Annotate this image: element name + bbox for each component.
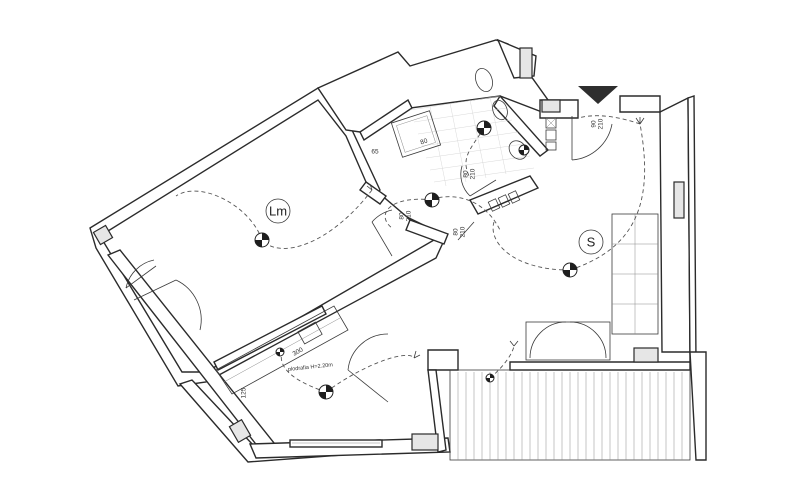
ceiling-light-icon <box>562 262 578 278</box>
shower-width: 80 <box>419 137 428 146</box>
ceiling-light-icon <box>275 347 285 357</box>
electrical-panel <box>487 117 557 212</box>
terrace <box>449 351 707 461</box>
shower-tray <box>390 110 442 158</box>
structural-columns <box>92 47 659 451</box>
wardrobe <box>611 213 659 335</box>
bath-door-width: 80 <box>463 170 470 178</box>
room-label-sleeping: S <box>587 235 596 250</box>
bath-door-height: 210 <box>470 168 477 179</box>
bidet <box>492 99 508 121</box>
ceiling-light-icon <box>476 120 492 136</box>
entrance-door-width: 90 <box>591 120 598 128</box>
exterior-walls <box>89 38 697 463</box>
living-door-height: 210 <box>406 210 413 221</box>
kitchen-depth-dimension: 300 <box>292 346 305 358</box>
terrace-decking <box>457 372 683 460</box>
kitchen-note: plodrafia H=2.20m <box>288 362 334 373</box>
toilet <box>475 67 493 93</box>
lighting-circuits <box>175 115 646 393</box>
hall-door-width: 80 <box>453 228 460 236</box>
ceiling-light-icon <box>424 192 440 208</box>
wall-switch-icon <box>366 117 645 359</box>
room-sleeping: S <box>578 229 604 255</box>
ceiling-light-icon <box>485 373 495 383</box>
ceiling-light-icon <box>254 232 270 248</box>
room-living: Lm <box>265 198 291 224</box>
niche-dimension: 65 <box>371 149 379 156</box>
doors <box>125 116 613 403</box>
bathroom <box>390 67 535 187</box>
room-label-living: Lm <box>269 204 287 219</box>
north-arrow-icon <box>578 86 618 104</box>
entrance-door-height: 210 <box>598 118 605 129</box>
living-door-width: 80 <box>399 212 406 220</box>
ceiling-light-icon <box>518 144 530 156</box>
wall-segment-dimension: 125 <box>241 387 248 398</box>
ceiling-light-icon <box>318 384 334 400</box>
hall-door-height: 210 <box>460 226 467 237</box>
